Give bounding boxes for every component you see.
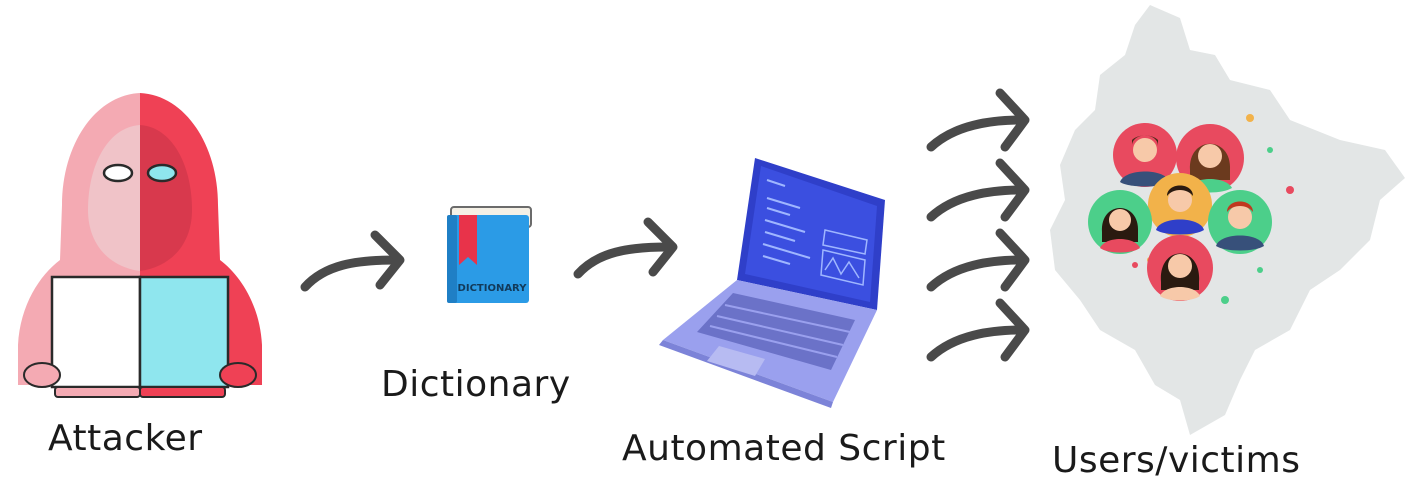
book-title: DICTIONARY [458, 283, 528, 294]
arrow-icon [926, 185, 1028, 222]
arrow-icon [300, 230, 405, 292]
avatar [1147, 235, 1213, 301]
arrow-icon [926, 325, 1028, 362]
arrow-icon [995, 298, 1030, 362]
avatar [1088, 190, 1152, 254]
avatar [1176, 124, 1244, 193]
avatar [1208, 190, 1272, 254]
arrow-icon [995, 228, 1030, 292]
dictionary-label: Dictionary [381, 364, 571, 405]
victims-node [1040, 0, 1413, 440]
hacker-icon [18, 93, 262, 398]
book-icon: DICTIONARY [447, 206, 532, 303]
arrow-icon [926, 255, 1028, 292]
victims-label: Users/victims [1052, 440, 1301, 481]
arrows-script-victims [925, 85, 1040, 375]
avatar [1148, 173, 1212, 237]
attacker-label: Attacker [48, 418, 203, 459]
victims-illustration [1050, 5, 1405, 435]
laptop-icon [659, 158, 885, 408]
attacker-node [0, 85, 290, 405]
fanout-arrows [926, 88, 1030, 362]
arrow-icon [995, 158, 1030, 222]
arrow-icon [926, 115, 1028, 152]
arrow-icon [995, 88, 1030, 152]
dictionary-node: DICTIONARY [445, 205, 535, 305]
arrow-attacker-dictionary [300, 225, 410, 295]
arrow-dictionary-script [573, 212, 683, 282]
arrow-icon [573, 217, 678, 279]
script-node [655, 150, 900, 410]
script-label: Automated Script [622, 428, 946, 469]
